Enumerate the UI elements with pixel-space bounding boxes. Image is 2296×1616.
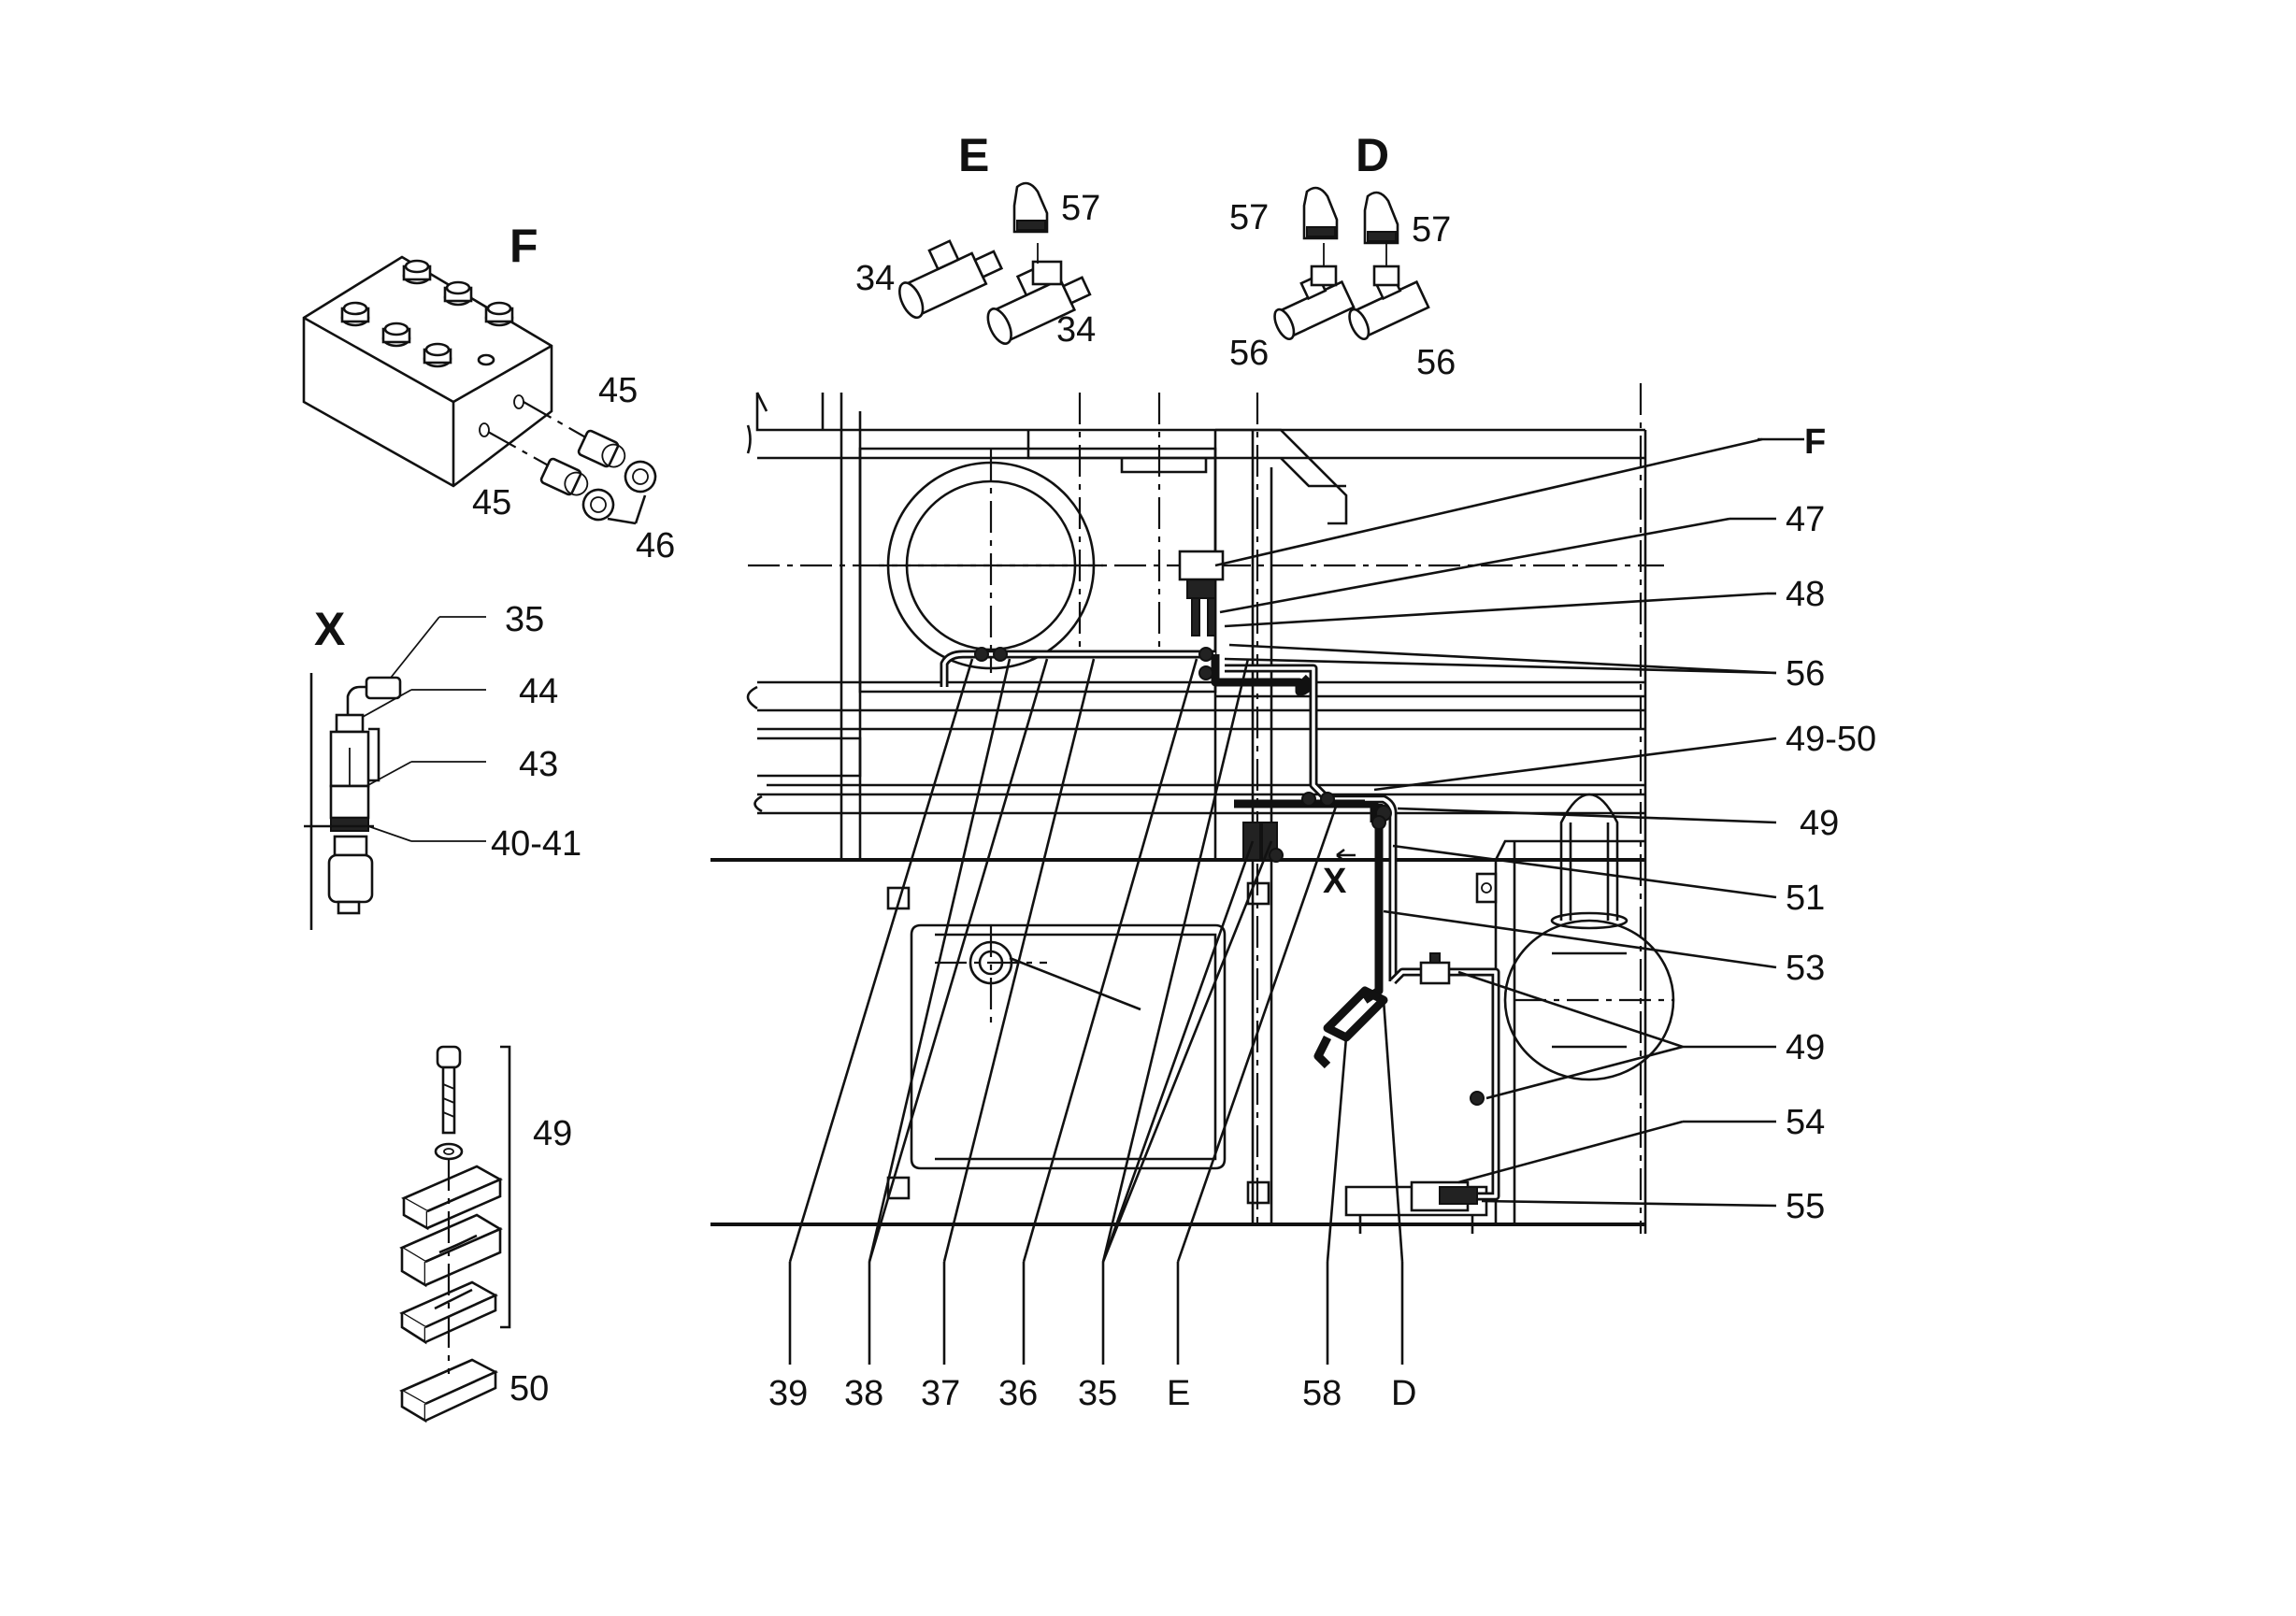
inline-marker-x: X <box>1323 848 1356 901</box>
callout-bottom-35: 35 <box>1078 1374 1117 1413</box>
view-labels: F E D X <box>314 129 1389 655</box>
callout-f-46: 46 <box>636 526 675 565</box>
view-label-f: F <box>509 220 538 272</box>
callout-bottom-37: 37 <box>921 1374 960 1413</box>
callout-x-40-41: 40-41 <box>491 824 581 864</box>
detail-f-valve-block <box>302 255 657 525</box>
callout-right-56: 56 <box>1786 654 1825 694</box>
machine-frame <box>710 383 1675 1234</box>
callout-clamp-49: 49 <box>533 1114 572 1153</box>
callout-bottom-36: 36 <box>998 1374 1038 1413</box>
callout-bottom-38: 38 <box>844 1374 883 1413</box>
clamp-detail <box>399 1045 511 1423</box>
callout-right-55: 55 <box>1786 1187 1825 1226</box>
fitting-cap <box>340 259 514 368</box>
callout-x-44: 44 <box>519 672 558 711</box>
callout-right-49-b: 49 <box>1786 1028 1825 1067</box>
view-label-e: E <box>958 129 989 181</box>
view-label-d: D <box>1356 129 1389 181</box>
callout-bottom-d: D <box>1391 1374 1416 1413</box>
callout-right-48: 48 <box>1786 575 1825 614</box>
right-callouts: F 47 48 56 49-50 49 51 53 49 54 55 <box>1786 422 1876 1226</box>
callout-d-56-left: 56 <box>1229 334 1269 373</box>
callout-right-47: 47 <box>1786 500 1825 539</box>
callout-e-57: 57 <box>1061 189 1100 228</box>
callout-e-34-left: 34 <box>855 259 895 298</box>
detail-callouts: 57 34 34 57 57 56 56 45 45 46 35 44 43 4… <box>472 189 1456 1409</box>
callout-d-56-right: 56 <box>1416 343 1456 382</box>
hose-routing <box>940 550 1500 1212</box>
callout-d-57-left: 57 <box>1229 198 1269 237</box>
leader-lines-right <box>1214 437 1804 1208</box>
detail-e-fittings <box>897 181 1092 345</box>
callout-f-45-bottom: 45 <box>472 483 511 522</box>
callout-right-49-a: 49 <box>1800 804 1839 843</box>
callout-right-49-50: 49-50 <box>1786 720 1876 759</box>
callout-f-45-top: 45 <box>598 371 638 410</box>
leader-lines-bottom <box>788 658 1404 1365</box>
view-label-x: X <box>314 603 345 655</box>
callout-clamp-50: 50 <box>509 1369 549 1409</box>
callout-bottom-e: E <box>1167 1374 1190 1413</box>
detail-d-fittings <box>1273 186 1430 340</box>
callout-right-54: 54 <box>1786 1103 1825 1142</box>
inline-x-label: X <box>1323 862 1347 901</box>
callout-x-43: 43 <box>519 745 558 784</box>
callout-right-f: F <box>1804 422 1826 462</box>
callout-x-35: 35 <box>505 600 544 639</box>
detail-x-cylinder <box>304 616 486 930</box>
callout-d-57-right: 57 <box>1412 210 1451 250</box>
bottom-callouts: 39 38 37 36 35 E 58 D <box>768 1374 1416 1413</box>
callout-bottom-58: 58 <box>1302 1374 1342 1413</box>
callout-e-34-right: 34 <box>1056 310 1096 350</box>
callout-right-53: 53 <box>1786 949 1825 988</box>
callout-right-51: 51 <box>1786 879 1825 918</box>
callout-bottom-39: 39 <box>768 1374 808 1413</box>
